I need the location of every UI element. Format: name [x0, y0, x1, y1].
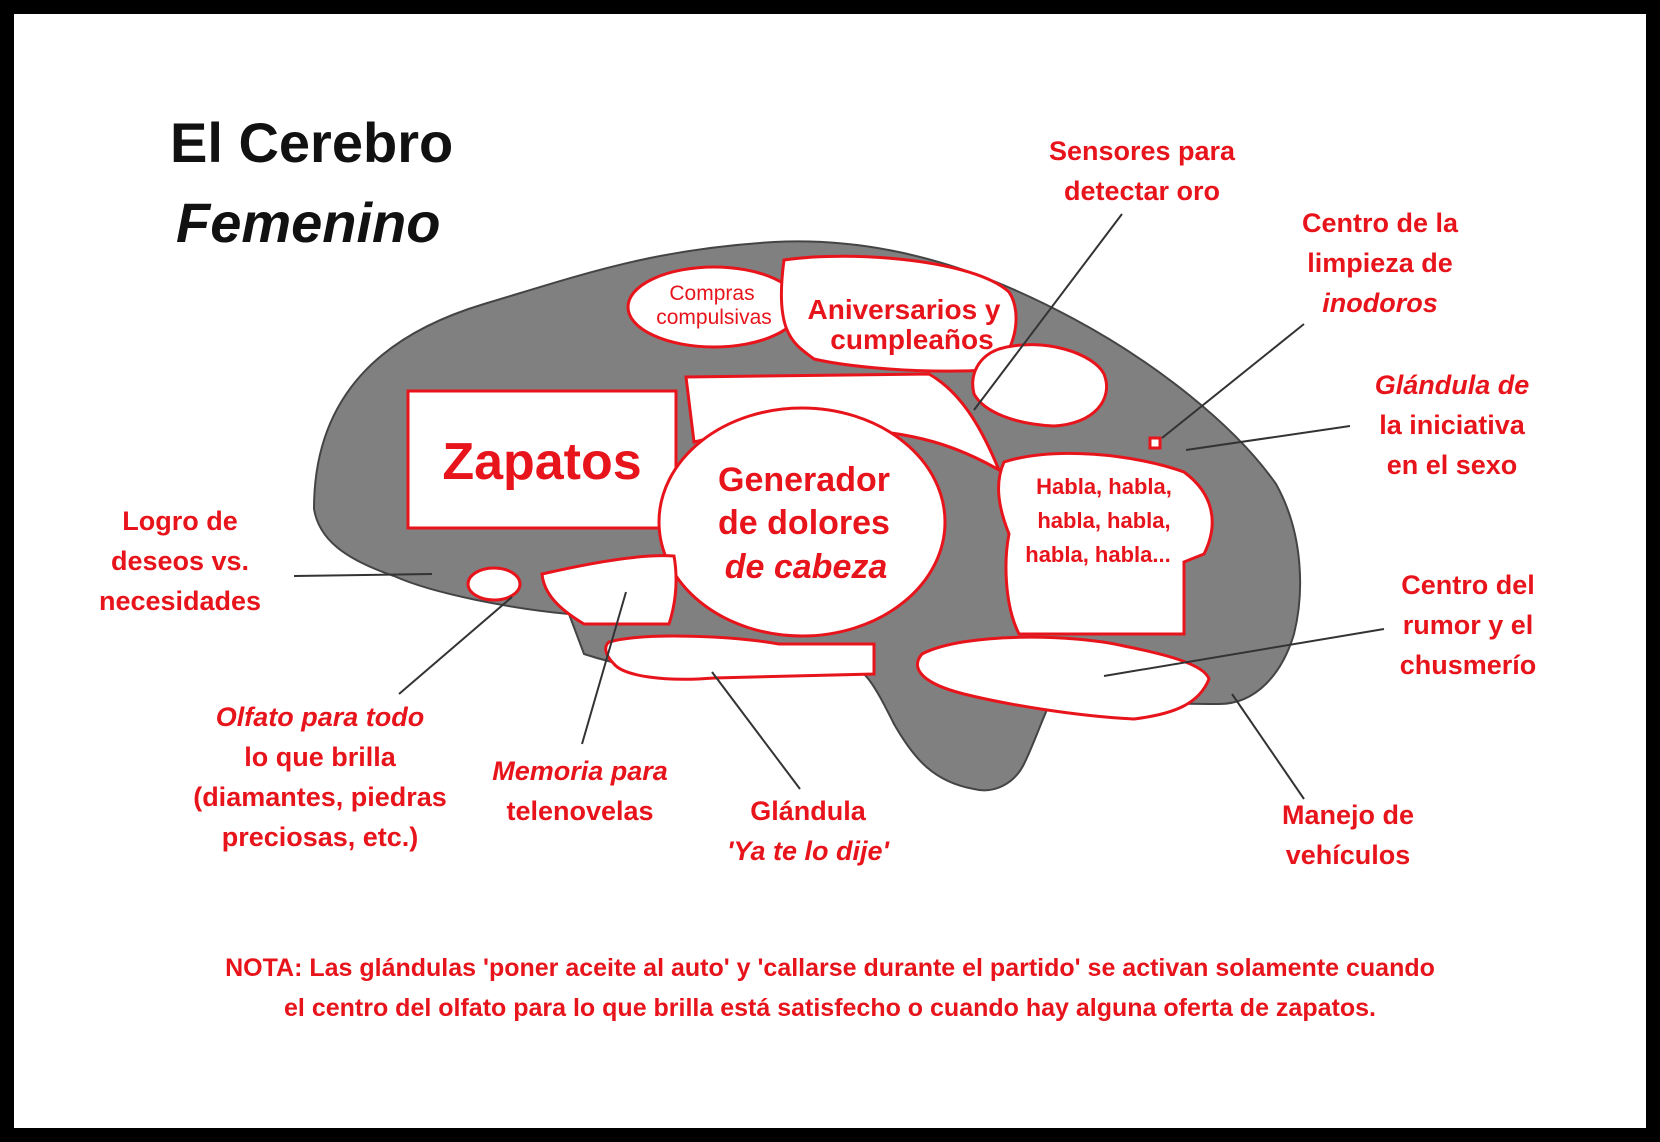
logro-label-2: deseos vs. — [111, 546, 249, 576]
habla-label-2: habla, habla, — [1037, 508, 1170, 533]
generador-label-3: de cabeza — [725, 548, 888, 586]
diagram-frame: El Cerebro Femenino Compras compulsivas … — [14, 14, 1646, 1128]
region-yatelodije — [604, 634, 876, 681]
habla-label-3: habla, habla... — [1025, 542, 1170, 567]
generador-label-1: Generador — [718, 461, 890, 499]
region-zapatos — [406, 389, 678, 530]
compras-label-1: Compras — [669, 282, 754, 305]
leader-rumor — [1103, 628, 1385, 677]
rumor-label-3: chusmerío — [1400, 650, 1537, 680]
olfato-label-1: Olfato para todo — [216, 702, 425, 732]
region-generador — [657, 406, 947, 638]
region-rumor — [916, 635, 1211, 721]
logro-label-1: Logro de — [122, 506, 238, 536]
note-line2: el centro del olfato para lo que brilla … — [284, 994, 1376, 1022]
leader-memoria — [581, 591, 627, 745]
glandula-label-2: la iniciativa — [1379, 410, 1526, 440]
aniversarios-label-2: cumpleaños — [830, 324, 993, 355]
leader-limpieza — [1161, 323, 1305, 439]
glandula-label-3: en el sexo — [1387, 450, 1518, 480]
aniversarios-label-1: Aniversarios y — [808, 294, 1001, 325]
region-habla — [997, 451, 1214, 636]
olfato-label-4: preciosas, etc.) — [222, 822, 419, 852]
rumor-label-1: Centro del — [1401, 570, 1535, 600]
region-olfato — [466, 566, 522, 602]
olfato-label-2: lo que brilla — [244, 742, 397, 772]
logro-label-3: necesidades — [99, 586, 261, 616]
leader-sensores — [973, 213, 1123, 411]
limpieza-label-3: inodoros — [1322, 288, 1438, 318]
generador-label-2: de dolores — [718, 504, 890, 542]
yatelodije-label-1: Glándula — [750, 796, 866, 826]
sensores-label-2: detectar oro — [1064, 176, 1220, 206]
limpieza-label-1: Centro de la — [1302, 208, 1459, 238]
olfato-label-3: (diamantes, piedras — [193, 782, 447, 812]
region-memoria — [540, 554, 678, 626]
note-line1: NOTA: Las glándulas 'poner aceite al aut… — [225, 954, 1435, 982]
leader-manejo — [1231, 693, 1305, 800]
yatelodije-label-2: 'Ya te lo dije' — [727, 836, 890, 866]
leader-logro — [293, 573, 433, 577]
memoria-label-1: Memoria para — [492, 756, 668, 786]
memoria-label-2: telenovelas — [506, 796, 653, 826]
leader-olfato — [398, 596, 513, 695]
glandula-label-1: Glándula de — [1375, 370, 1530, 400]
habla-label-1: Habla, habla, — [1036, 474, 1172, 499]
compras-label-2: compulsivas — [656, 306, 772, 329]
title-line2: Femenino — [176, 191, 440, 254]
sensores-label-1: Sensores para — [1049, 136, 1236, 166]
region-glandula-sexo — [1148, 436, 1162, 450]
manejo-label-2: vehículos — [1286, 840, 1411, 870]
limpieza-label-2: limpieza de — [1307, 248, 1453, 278]
leader-glandula — [1185, 425, 1351, 451]
leader-yatelodije — [711, 671, 801, 790]
manejo-label-1: Manejo de — [1282, 800, 1414, 830]
brain-diagram: El Cerebro Femenino Compras compulsivas … — [99, 111, 1537, 1022]
title-line1: El Cerebro — [170, 111, 453, 174]
region-upper-right — [971, 343, 1108, 428]
zapatos-label: Zapatos — [442, 433, 641, 491]
rumor-label-2: rumor y el — [1403, 610, 1534, 640]
